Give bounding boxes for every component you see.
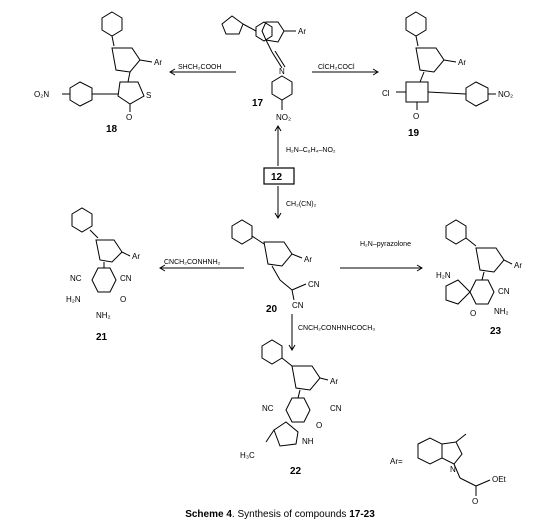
compound-20-number: 20 [266,304,278,315]
label-19-o: O [413,112,419,121]
compound-22-number: 22 [290,466,302,477]
reagent-to-20: CH₂(CN)₂ [286,201,317,208]
label-21-nc: NC [70,274,82,283]
label-22-cn: CN [330,404,342,413]
caption-prefix: Scheme 4 [185,509,232,520]
label-21-nh2: NH₂ [96,311,111,320]
label-20-cn-b: CN [292,301,304,310]
label-21-o: O [120,295,126,304]
caption-text: . Synthesis of compounds [231,509,350,520]
label-ar-o: O [472,497,478,506]
label-22-o: O [316,421,322,430]
label-21-h2n: H₂N [66,295,81,304]
label-19-ar: Ar [458,58,466,67]
label-ar-equals: Ar= [390,457,403,466]
label-22-nc: NC [262,404,274,413]
compound-18-number: 18 [106,124,118,135]
label-23-h2n: H₂N [436,271,451,280]
label-18-o2n: O₂N [34,90,49,99]
compound-23-structure: Ar H₂N CN O NH₂ 23 [436,219,522,337]
label-21-cn: CN [120,274,132,283]
label-22-ar: Ar [330,377,338,386]
compound-17-structure: Ar N NO₂ 17 [221,15,306,122]
ar-definition-structure: Ar= N O OEt [390,433,507,506]
label-23-o: O [470,309,476,318]
compound-18-structure: Ar O₂N S O 18 [34,11,162,135]
label-17-ar: Ar [298,27,306,36]
compound-19-number: 19 [408,128,420,139]
reagent-to-21: CNCH₂CONHNH₂ [164,259,221,266]
label-20-ar: Ar [304,255,312,264]
compound-21-structure: Ar NC CN H₂N O NH₂ 21 [66,207,140,343]
caption-range: 17-23 [349,509,375,520]
label-17-no2: NO₂ [276,113,291,122]
label-22-nh: NH [302,437,314,446]
label-23-nh2: NH₂ [494,307,509,316]
label-18-s: S [146,91,151,100]
reagent-to-19: ClCH₂COCl [318,64,355,71]
label-23-cn: CN [498,287,510,296]
reagent-to-17: H₂N–C₆H₄–NO₂ [286,147,336,154]
label-20-cn-a: CN [308,280,320,289]
compound-12-number: 12 [271,172,283,183]
reagent-to-22: CNCH₂CONHNHCOCH₃ [298,325,375,332]
label-21-ar: Ar [132,252,140,261]
label-19-no2: NO₂ [498,90,513,99]
label-18-o: O [126,113,132,122]
compound-23-number: 23 [490,326,502,337]
compound-19-structure: Ar Cl O NO₂ 19 [382,11,513,139]
compound-21-number: 21 [96,332,108,343]
label-23-ar: Ar [514,261,522,270]
label-18-ar: Ar [154,58,162,67]
compound-12-box [263,167,295,185]
reagent-to-23: H₂N–pyrazolone [360,241,411,248]
label-19-cl: Cl [382,89,390,98]
label-17-n: N [279,67,285,76]
label-ar-n: N [450,465,456,474]
compound-22-structure: Ar NC CN O NH H₃C 22 [240,339,342,477]
label-22-h3c: H₃C [240,451,255,460]
label-ar-oet: OEt [492,475,507,484]
reagent-to-18: SHCH₂COOH [178,64,222,71]
compound-20-structure: Ar CN CN 20 [231,219,320,315]
compound-17-number: 17 [252,98,264,109]
scheme-caption: Scheme 4. Synthesis of compounds 17-23 [0,509,560,520]
